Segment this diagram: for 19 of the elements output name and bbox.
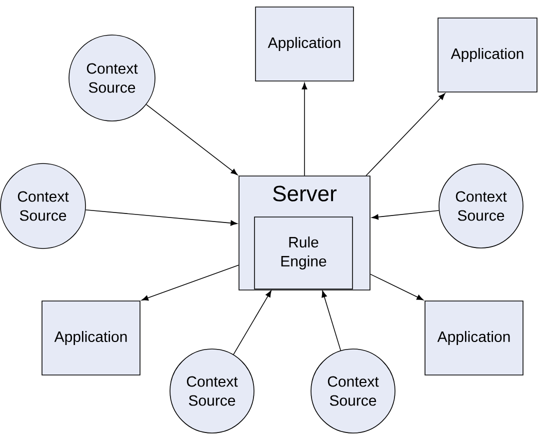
circle-node: Context Source xyxy=(170,348,254,434)
arrow xyxy=(366,93,446,176)
arrow xyxy=(322,290,342,351)
circle-node: Context Source xyxy=(68,34,156,122)
process-box: Application xyxy=(424,300,524,376)
arrow xyxy=(302,82,308,176)
arrow xyxy=(372,210,440,220)
arrow xyxy=(85,209,238,226)
circle-node: Context Source xyxy=(0,163,86,249)
process-box: Application xyxy=(255,6,354,82)
arrow xyxy=(370,274,424,300)
process-box: Rule Engine xyxy=(254,216,353,290)
process-box: Application xyxy=(438,18,538,92)
circle-node: Context Source xyxy=(310,348,396,434)
arrow xyxy=(233,290,272,355)
arrow xyxy=(146,104,238,176)
process-box: Application xyxy=(42,300,140,376)
arrow xyxy=(142,264,239,301)
circle-node: Context Source xyxy=(438,164,524,248)
